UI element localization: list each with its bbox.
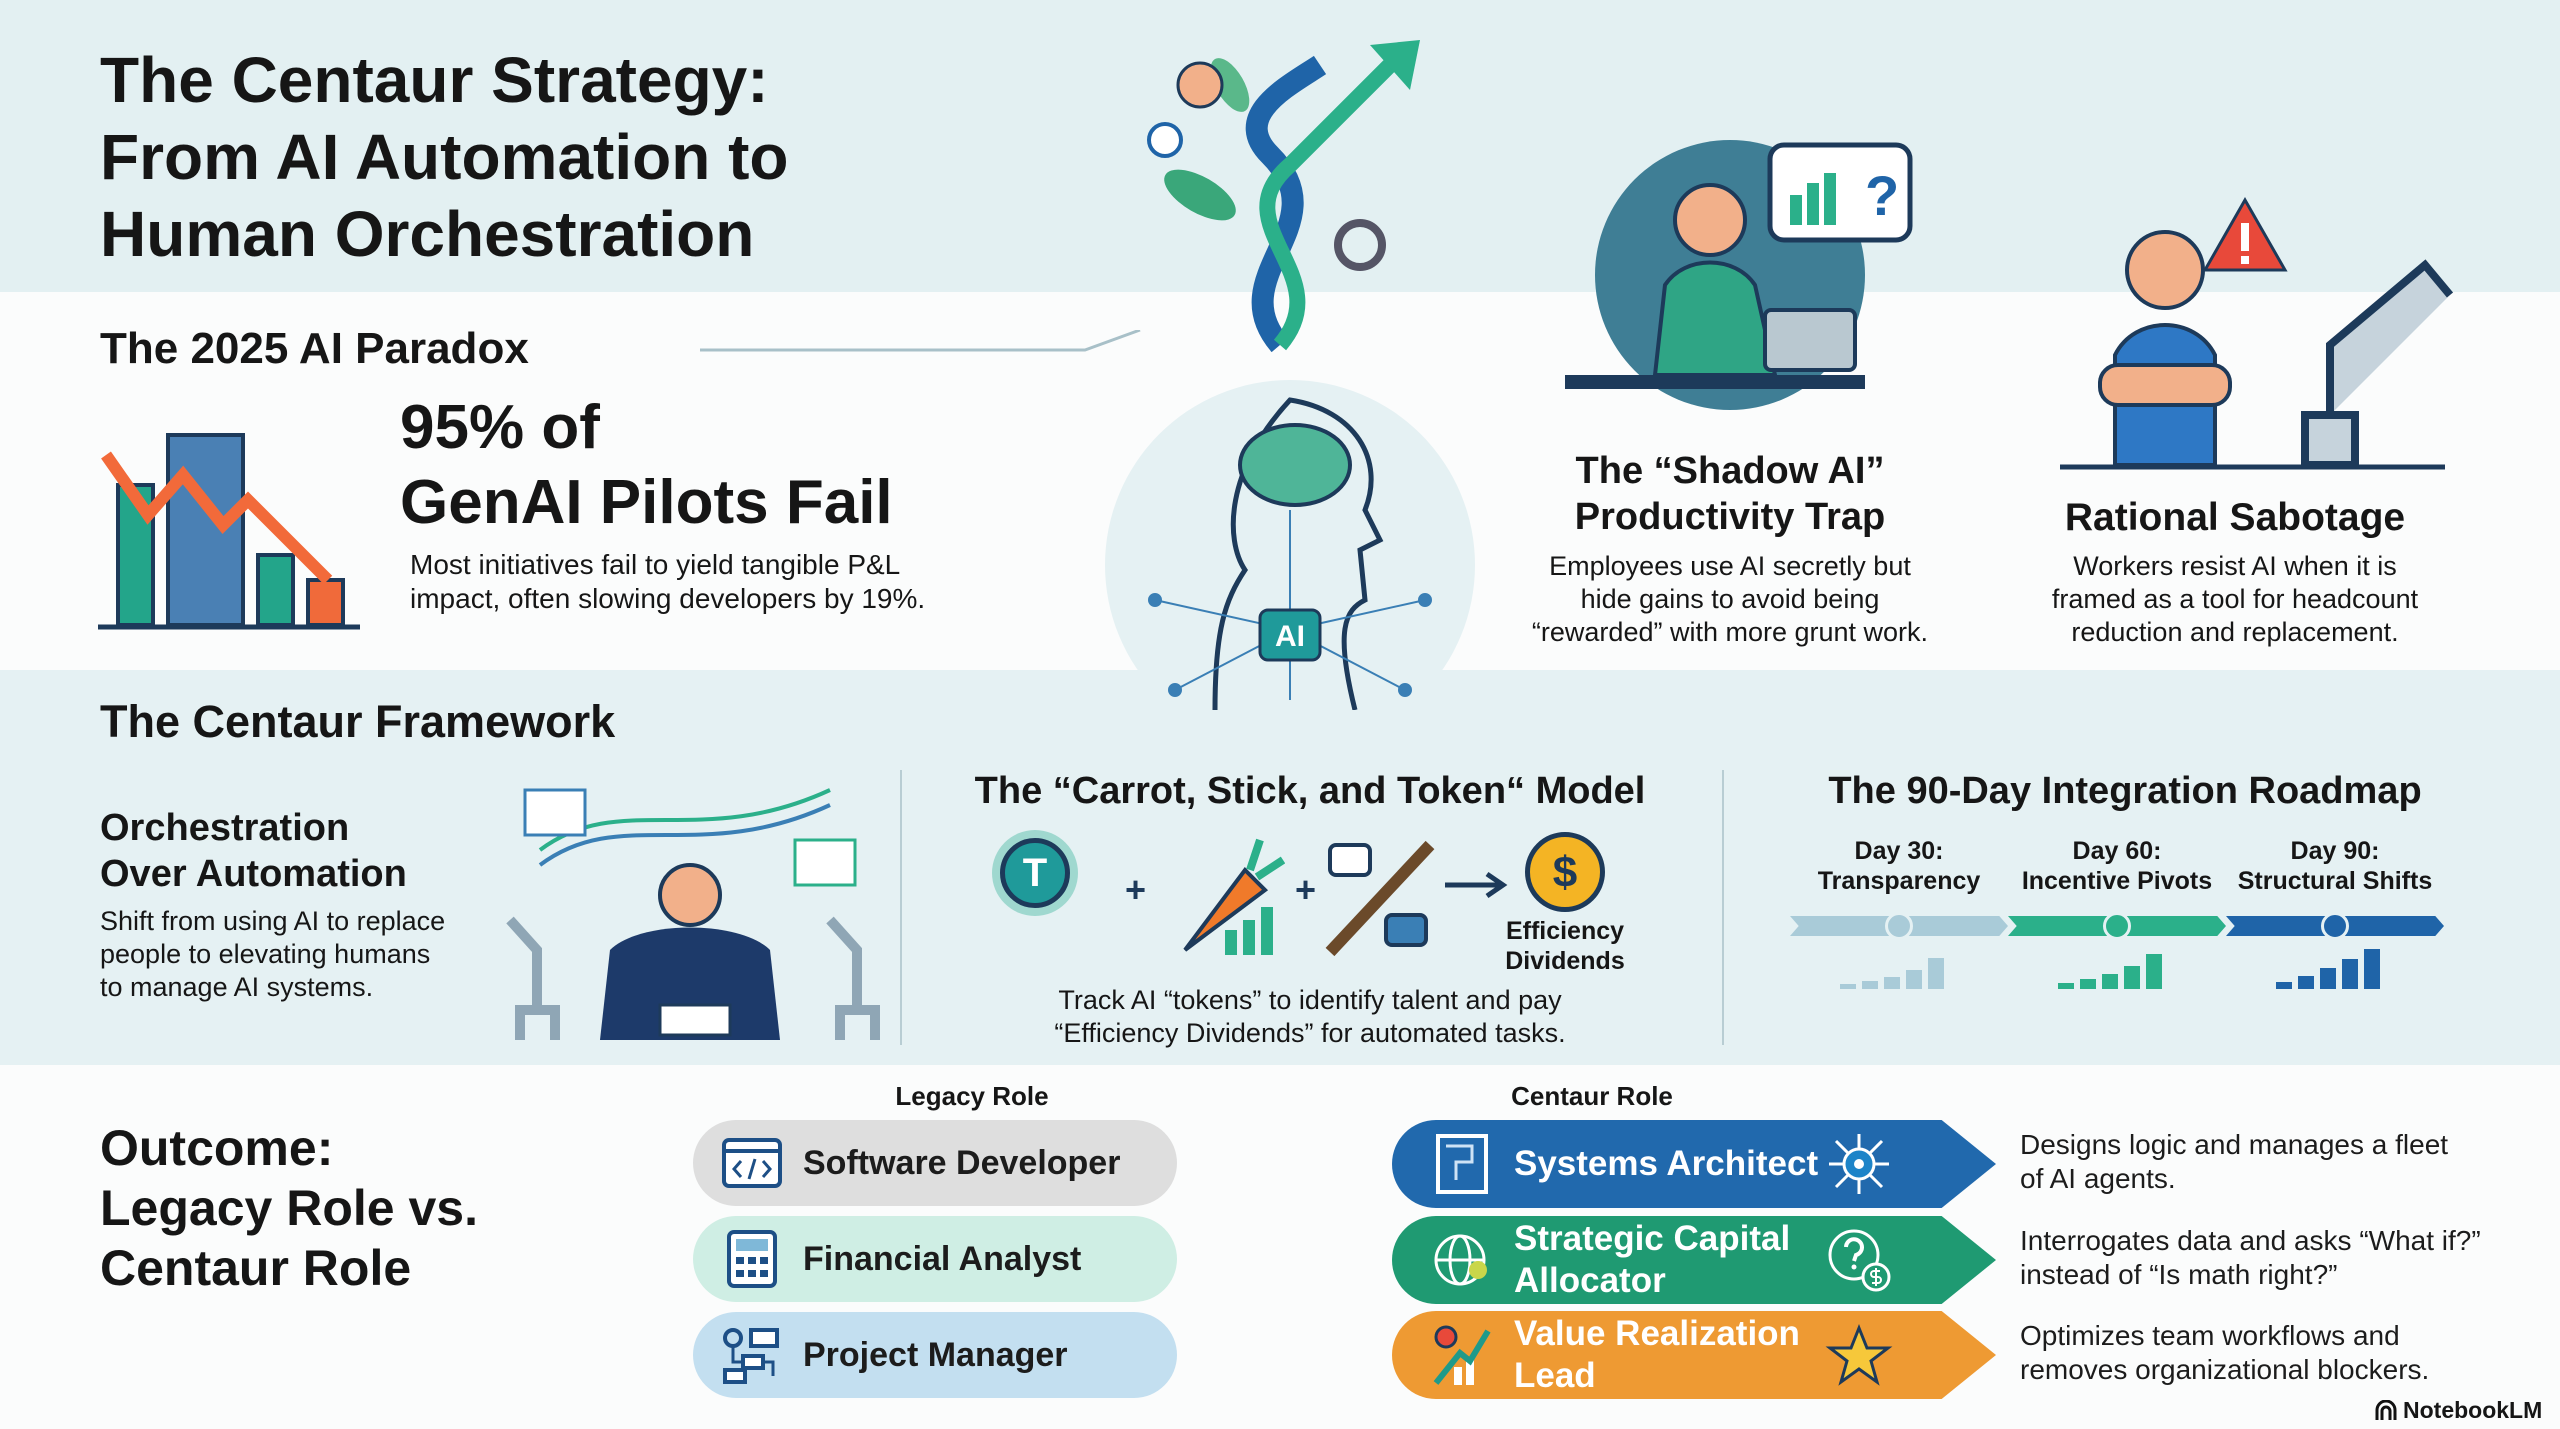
growth-plant-icon	[1147, 40, 1420, 353]
divider	[900, 770, 902, 1045]
failure-description: Most initiatives fail to yield tangible …	[410, 549, 926, 614]
blueprint-icon	[1436, 1134, 1488, 1194]
worker-robot-arm-illustration	[2060, 196, 2454, 470]
connector-line	[700, 330, 1141, 352]
legacy-role-financial-analyst: Financial Analyst	[693, 1216, 1177, 1302]
question-mark-icon: ?	[1865, 164, 1899, 227]
carrot-icon	[1183, 838, 1285, 955]
model-description: Track AI “tokens” to identify talent and…	[1054, 985, 1566, 1048]
code-window-icon	[722, 1138, 782, 1188]
roadmap-phase-day60: Day 60: Incentive Pivots	[2008, 836, 2226, 1001]
calculator-icon	[727, 1230, 777, 1288]
declining-chart-icon	[98, 433, 360, 630]
notebooklm-logo-icon	[2375, 1400, 2397, 1420]
divider	[1722, 770, 1724, 1045]
question-dollar-icon	[1828, 1229, 1891, 1292]
centaur-role-systems-architect: Systems Architect	[1392, 1120, 1996, 1208]
outcome-heading: Outcome:Legacy Role vs.Centaur Role	[100, 1120, 478, 1296]
roadmap-phase-day90: Day 90: Structural Shifts	[2226, 836, 2444, 1001]
conductor-illustration	[506, 788, 880, 1040]
legacy-role-label: Legacy Role	[895, 1081, 1049, 1111]
roadmap-title: The 90-Day Integration Roadmap	[1828, 770, 2422, 812]
shadow-ai-title: The “Shadow AI”Productivity Trap	[1574, 450, 1886, 538]
roadmap-phase-day30: Day 30: Transparency	[1790, 836, 2008, 1001]
framework-heading: The Centaur Framework	[100, 696, 616, 747]
ai-network-icon	[1829, 1134, 1889, 1194]
token-icon: T	[1000, 838, 1070, 908]
sabotage-title: Rational Sabotage	[2064, 496, 2406, 539]
ai-badge: AI	[1275, 620, 1305, 653]
roadmap-timeline: Day 30: Transparency Day 60: Incentive P…	[1790, 836, 2444, 1001]
plus-sign: +	[1125, 869, 1147, 910]
centaur-role-label: Centaur Role	[1511, 1081, 1673, 1111]
shadow-ai-illustration: ?	[1565, 140, 1913, 410]
framework-band	[0, 670, 2560, 1065]
workflow-icon	[723, 1328, 779, 1384]
growth-arrow-icon	[1433, 1325, 1491, 1385]
stick-icon	[1325, 840, 1435, 957]
model-title: The “Carrot, Stick, and Token“ Model	[974, 770, 1646, 812]
globe-question-icon	[1434, 1234, 1487, 1286]
notebooklm-brand: NotebookLM	[2375, 1396, 2542, 1424]
legacy-role-software-developer: Software Developer	[693, 1120, 1177, 1206]
paradox-heading: The 2025 AI Paradox	[100, 324, 529, 373]
plus-sign: +	[1295, 869, 1317, 910]
ai-brain-head-illustration: AI	[1105, 380, 1475, 710]
legacy-role-project-manager: Project Manager	[693, 1312, 1177, 1398]
arrow-right-icon	[1445, 871, 1508, 899]
page-title: The Centaur Strategy:From AI Automation …	[100, 44, 789, 270]
dollar-coin-icon: $	[1525, 832, 1605, 912]
star-icon	[1825, 1323, 1893, 1386]
capital-allocator-description: Interrogates data and asks “What if?”ins…	[2020, 1225, 2481, 1290]
